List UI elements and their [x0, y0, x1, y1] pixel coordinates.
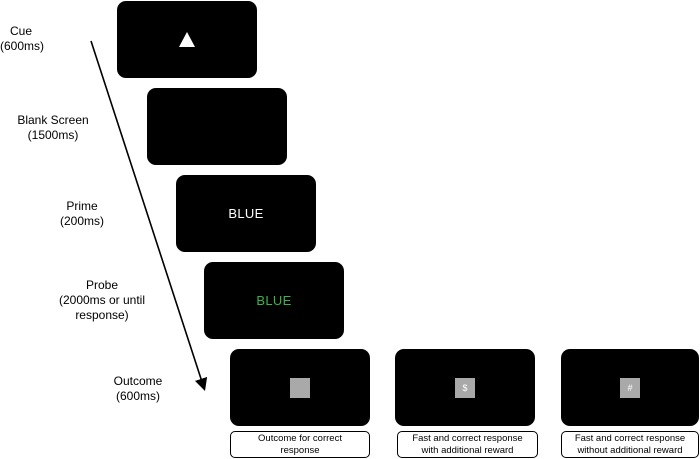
- hash-square-icon: #: [620, 377, 640, 398]
- dollar-square-icon: $: [455, 377, 475, 398]
- stage-label-blank: Blank Screen (1500ms): [17, 113, 89, 142]
- stage-label-probe: Probe (2000ms or until response): [58, 278, 146, 322]
- probe-screen: BLUE: [204, 262, 344, 339]
- triangle-cue-icon: [179, 32, 195, 47]
- caption-correct: Outcome for correct response: [230, 431, 370, 458]
- stage-label-prime: Prime (200ms): [59, 199, 104, 228]
- blank-screen: [147, 88, 287, 165]
- stage-label-cue: Cue (600ms): [0, 24, 45, 53]
- prime-word: BLUE: [228, 206, 264, 221]
- caption-no-reward: Fast and correct response without additi…: [561, 431, 699, 458]
- cue-screen: [117, 1, 257, 78]
- outcome-square-icon: [290, 377, 310, 398]
- caption-reward: Fast and correct response with additiona…: [397, 431, 538, 458]
- outcome-screen-reward: $: [395, 349, 535, 426]
- stage-label-outcome: Outcome (600ms): [113, 374, 163, 403]
- outcome-screen-no-reward: #: [561, 349, 699, 426]
- outcome-screen-correct: [230, 349, 370, 426]
- probe-word: BLUE: [256, 293, 292, 308]
- prime-screen: BLUE: [176, 175, 316, 252]
